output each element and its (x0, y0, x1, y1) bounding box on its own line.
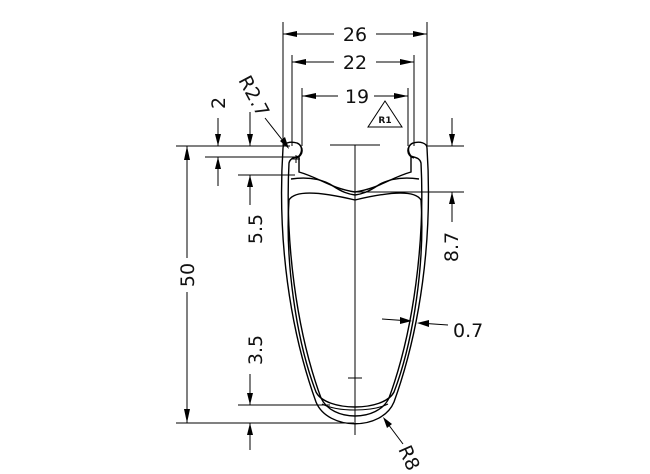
center-line (330, 144, 380, 435)
dim-hook-radius-label: R2.7 (234, 72, 274, 121)
dim-bottom-radius-label: R8 (393, 442, 423, 474)
dim-outer-width: 26 (282, 22, 428, 146)
dim-bead-seat-width: 19 (301, 86, 409, 146)
dim-bottom-radius: R8 (383, 417, 424, 474)
dim-bed-to-spoke-face: 8.7 (356, 118, 464, 262)
right-hook (407, 142, 415, 159)
dim-inner-width: 22 (291, 52, 415, 146)
dim-hook-radius: R2.7 (234, 72, 289, 149)
dim-hook-height-label: 2 (208, 97, 230, 109)
dim-tire-bed-depth-label: 5.5 (245, 214, 267, 244)
dim-depth: 50 (176, 145, 354, 424)
dim-spoke-bed-thickness-label: 3.5 (245, 335, 267, 365)
left-hook (295, 142, 303, 159)
dim-wall-thickness: 0.7 (381, 317, 483, 342)
dim-tire-bed-depth: 5.5 (238, 112, 295, 244)
dim-outer-width-label: 26 (343, 24, 367, 46)
dim-depth-label: 50 (177, 263, 199, 287)
rim-outer-wall (280, 141, 430, 425)
dim-spoke-bed-thickness: 3.5 (238, 335, 330, 450)
dim-bead-seat-width-label: 19 (345, 86, 369, 108)
tolerance-mark-label: R1 (378, 116, 391, 126)
tolerance-mark: R1 (367, 100, 403, 128)
dim-inner-width-label: 22 (343, 52, 367, 74)
dim-bed-to-spoke-face-label: 8.7 (441, 232, 463, 262)
dim-wall-thickness-label: 0.7 (453, 320, 483, 342)
